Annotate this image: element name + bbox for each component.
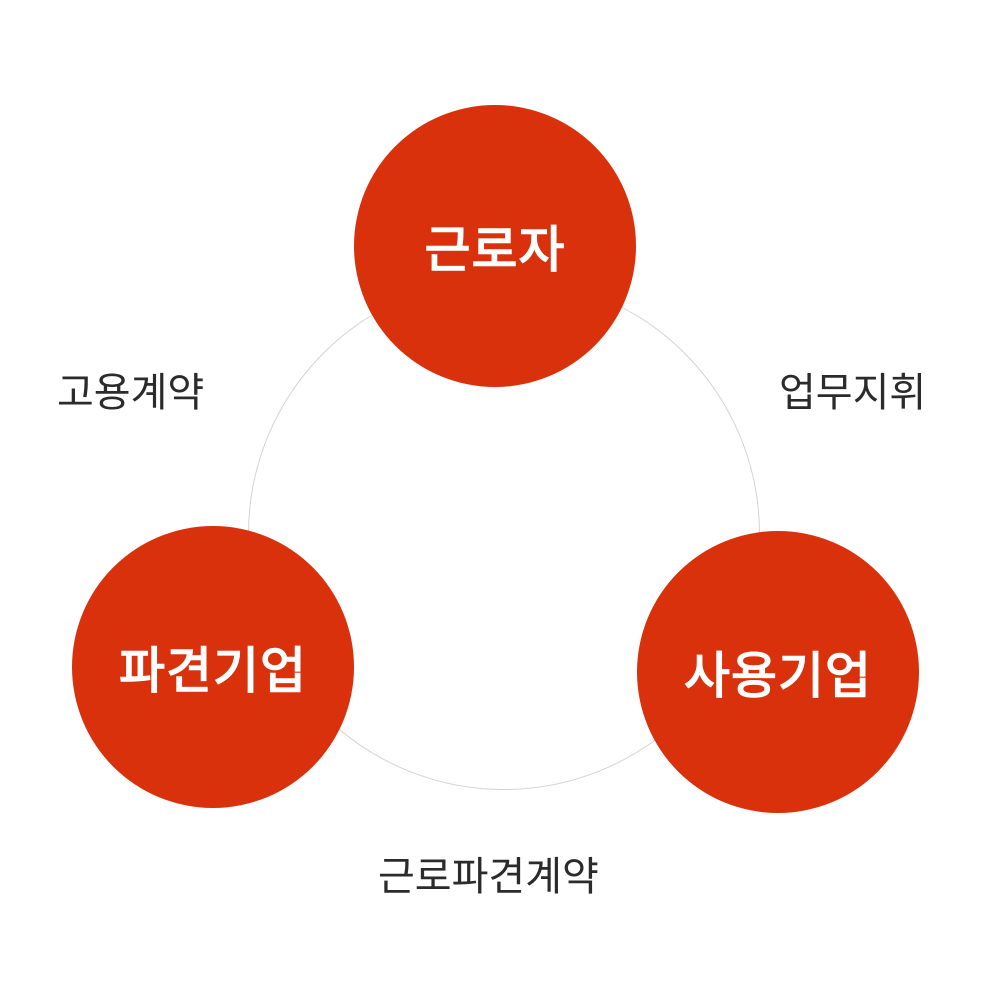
node-worker: 근로자	[354, 105, 636, 387]
node-user-company-label: 사용기업	[684, 647, 872, 705]
node-worker-label: 근로자	[424, 221, 566, 279]
relation-work-direction: 업무지휘	[779, 370, 927, 416]
node-dispatch-company: 파견기업	[72, 526, 354, 808]
relation-employment-contract: 고용계약	[57, 370, 205, 416]
node-user-company: 사용기업	[637, 531, 919, 813]
node-dispatch-company-label: 파견기업	[119, 642, 307, 700]
relation-dispatch-contract: 근로파견계약	[378, 854, 599, 900]
